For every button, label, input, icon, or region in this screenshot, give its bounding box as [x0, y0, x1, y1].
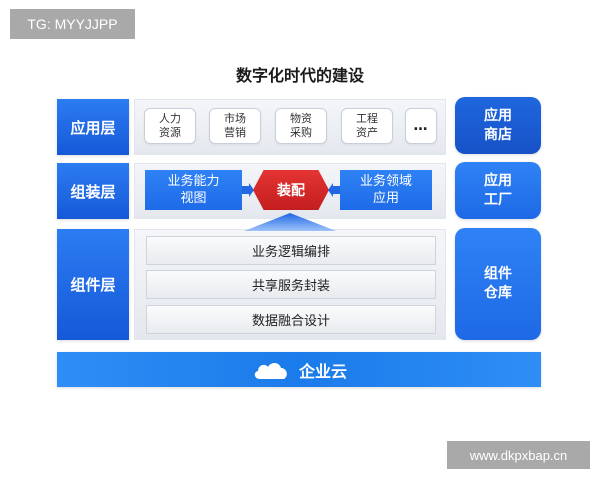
corner-tag: TG: MYYJJPP — [10, 9, 135, 39]
cloud-icon — [254, 362, 287, 379]
app-item-hr[interactable]: 人力资源 — [144, 108, 196, 144]
cloud-label: 企业云 — [298, 361, 347, 381]
service-shared-encapsulation: 共享服务封装 — [146, 270, 436, 299]
page-title: 数字化时代的建设 — [235, 66, 364, 85]
app-item-procurement[interactable]: 物资采购 — [275, 108, 327, 144]
component-warehouse-box[interactable]: 组件仓库 — [455, 228, 541, 340]
app-store-box[interactable]: 应用商店 — [455, 97, 541, 154]
arrow-right-icon — [242, 183, 254, 197]
business-capability-view: 业务能力视图 — [145, 170, 242, 210]
app-item-more[interactable]: … — [405, 108, 437, 144]
layer-label-component: 组件层 — [57, 229, 129, 340]
app-factory-box[interactable]: 应用工厂 — [455, 162, 541, 219]
app-item-marketing[interactable]: 市场营销 — [209, 108, 261, 144]
assembly-hexagon: 装配 — [253, 170, 329, 210]
app-item-assets[interactable]: 工程资产 — [341, 108, 393, 144]
layer-label-app: 应用层 — [57, 99, 129, 155]
service-data-fusion: 数据融合设计 — [146, 305, 436, 334]
service-logic-orchestration: 业务逻辑编排 — [146, 236, 436, 265]
arrow-left-icon — [328, 183, 340, 197]
business-domain-app: 业务领域应用 — [340, 170, 432, 210]
enterprise-cloud-bar: 企业云 — [57, 352, 541, 387]
layer-label-assembly: 组装层 — [57, 163, 129, 219]
up-arrow-icon — [244, 213, 336, 231]
watermark: www.dkpxbap.cn — [447, 441, 590, 469]
more-icon: … — [413, 118, 429, 134]
